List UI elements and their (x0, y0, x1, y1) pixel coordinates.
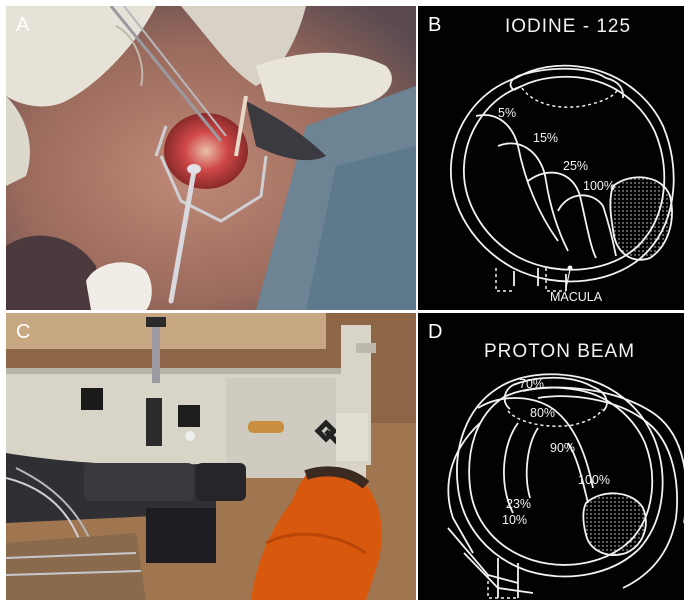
macula-label: MACULA (550, 290, 602, 304)
panel-d-proton-diagram: D PROTON BEAM 70% 80% 90% 100% 23% 10% (418, 313, 684, 600)
iodine-dose-25: 25% (563, 159, 588, 173)
panel-b-label: B (428, 14, 441, 37)
proton-dose-23: 23% (506, 497, 531, 511)
iodine-diagram-title: IODINE - 125 (505, 16, 631, 38)
proton-dose-90: 90% (550, 441, 575, 455)
apparatus-photo-image (6, 313, 416, 600)
iodine-eye-diagram (418, 6, 684, 310)
iodine-dose-5: 5% (498, 106, 516, 120)
proton-dose-10: 10% (502, 513, 527, 527)
panel-a-surgery-photo: A (6, 6, 416, 310)
iodine-dose-15: 15% (533, 131, 558, 145)
proton-dose-100: 100% (578, 473, 610, 487)
surgery-photo-image (6, 6, 416, 310)
panel-c-apparatus-photo: C (6, 313, 416, 600)
panel-d-label: D (428, 321, 442, 344)
proton-dose-80: 80% (530, 406, 555, 420)
panel-a-label: A (16, 14, 29, 37)
proton-diagram-title: PROTON BEAM (484, 341, 635, 363)
panel-c-label: C (16, 321, 30, 344)
iodine-dose-100: 100% (583, 179, 615, 193)
panel-b-iodine-diagram: B IODINE - 125 5% 15% 25% 100% MACULA (418, 6, 684, 310)
proton-dose-70: 70% (519, 377, 544, 391)
